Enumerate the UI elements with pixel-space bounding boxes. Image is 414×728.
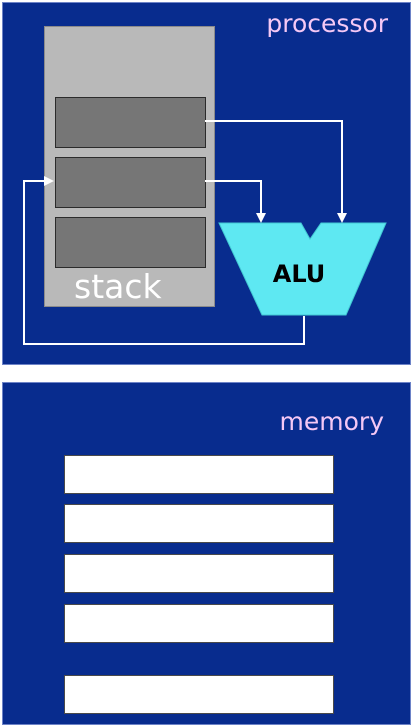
stack-box: stack: [44, 26, 215, 307]
memory-panel: memory: [2, 382, 411, 725]
stack-slot-top: [55, 97, 206, 148]
processor-panel: processor stack ALU: [2, 2, 411, 365]
memory-cell: [64, 554, 334, 593]
alu-shape: [218, 222, 387, 316]
memory-cell: [64, 675, 334, 714]
memory-cell: [64, 455, 334, 494]
memory-cell: [64, 604, 334, 643]
stack-label: stack: [74, 267, 162, 306]
stack-slot-middle: [55, 157, 206, 208]
stack-top-to-alu-right-connector: [205, 120, 347, 223]
processor-diagram: [23, 120, 387, 345]
alu-output-to-stack-connector: [23, 176, 305, 345]
memory-title: memory: [279, 407, 384, 436]
stack-slot-bottom: [55, 217, 206, 268]
stack-middle-to-alu-left-connector: [205, 180, 266, 223]
memory-cell: [64, 504, 334, 543]
processor-title: processor: [266, 9, 388, 38]
alu-label: ALU: [272, 260, 326, 288]
